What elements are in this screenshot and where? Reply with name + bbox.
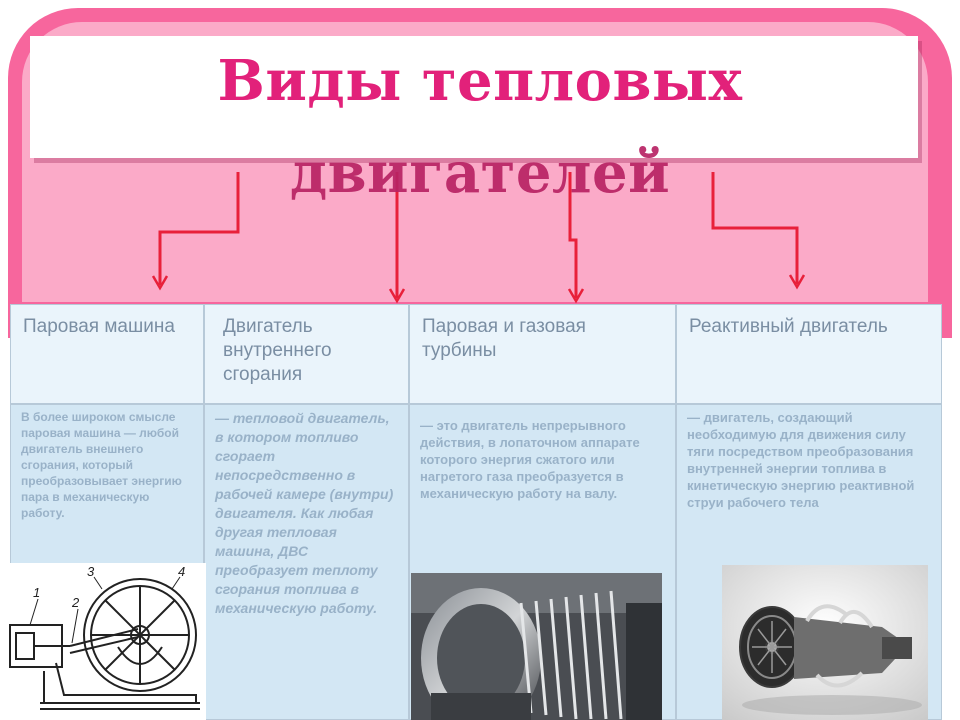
arrowhead-turbine: [567, 288, 585, 304]
header-turbine: Паровая и газовая турбины: [409, 304, 676, 404]
header-steam-engine: Паровая машина: [10, 304, 204, 404]
turbine-photo: [411, 573, 662, 720]
arrowhead-jet: [788, 274, 806, 290]
arrowhead-ice: [388, 288, 406, 304]
figure-label-4: 4: [178, 564, 185, 579]
title-box: [30, 36, 918, 158]
arrowhead-steam-engine: [151, 275, 169, 291]
arrow-steam-engine: [158, 172, 240, 285]
steam-engine-drawing: 1 2 3 4: [0, 563, 206, 720]
title-line-1: Виды тепловых: [217, 48, 743, 114]
title-line-2: двигателей: [289, 140, 671, 206]
header-jet: Реактивный двигатель: [676, 304, 942, 404]
description-ice: — тепловой двигатель, в котором топливо …: [204, 404, 409, 720]
arrow-turbine: [568, 172, 578, 298]
arrow-jet: [711, 172, 799, 284]
jet-engine-render: [722, 565, 928, 720]
connector-arrows: [151, 172, 806, 304]
figure-label-3: 3: [87, 564, 95, 579]
figure-label-2: 2: [71, 595, 80, 610]
figure-label-1: 1: [33, 585, 40, 600]
header-ice: Двигатель внутреннего сгорания: [204, 304, 409, 404]
